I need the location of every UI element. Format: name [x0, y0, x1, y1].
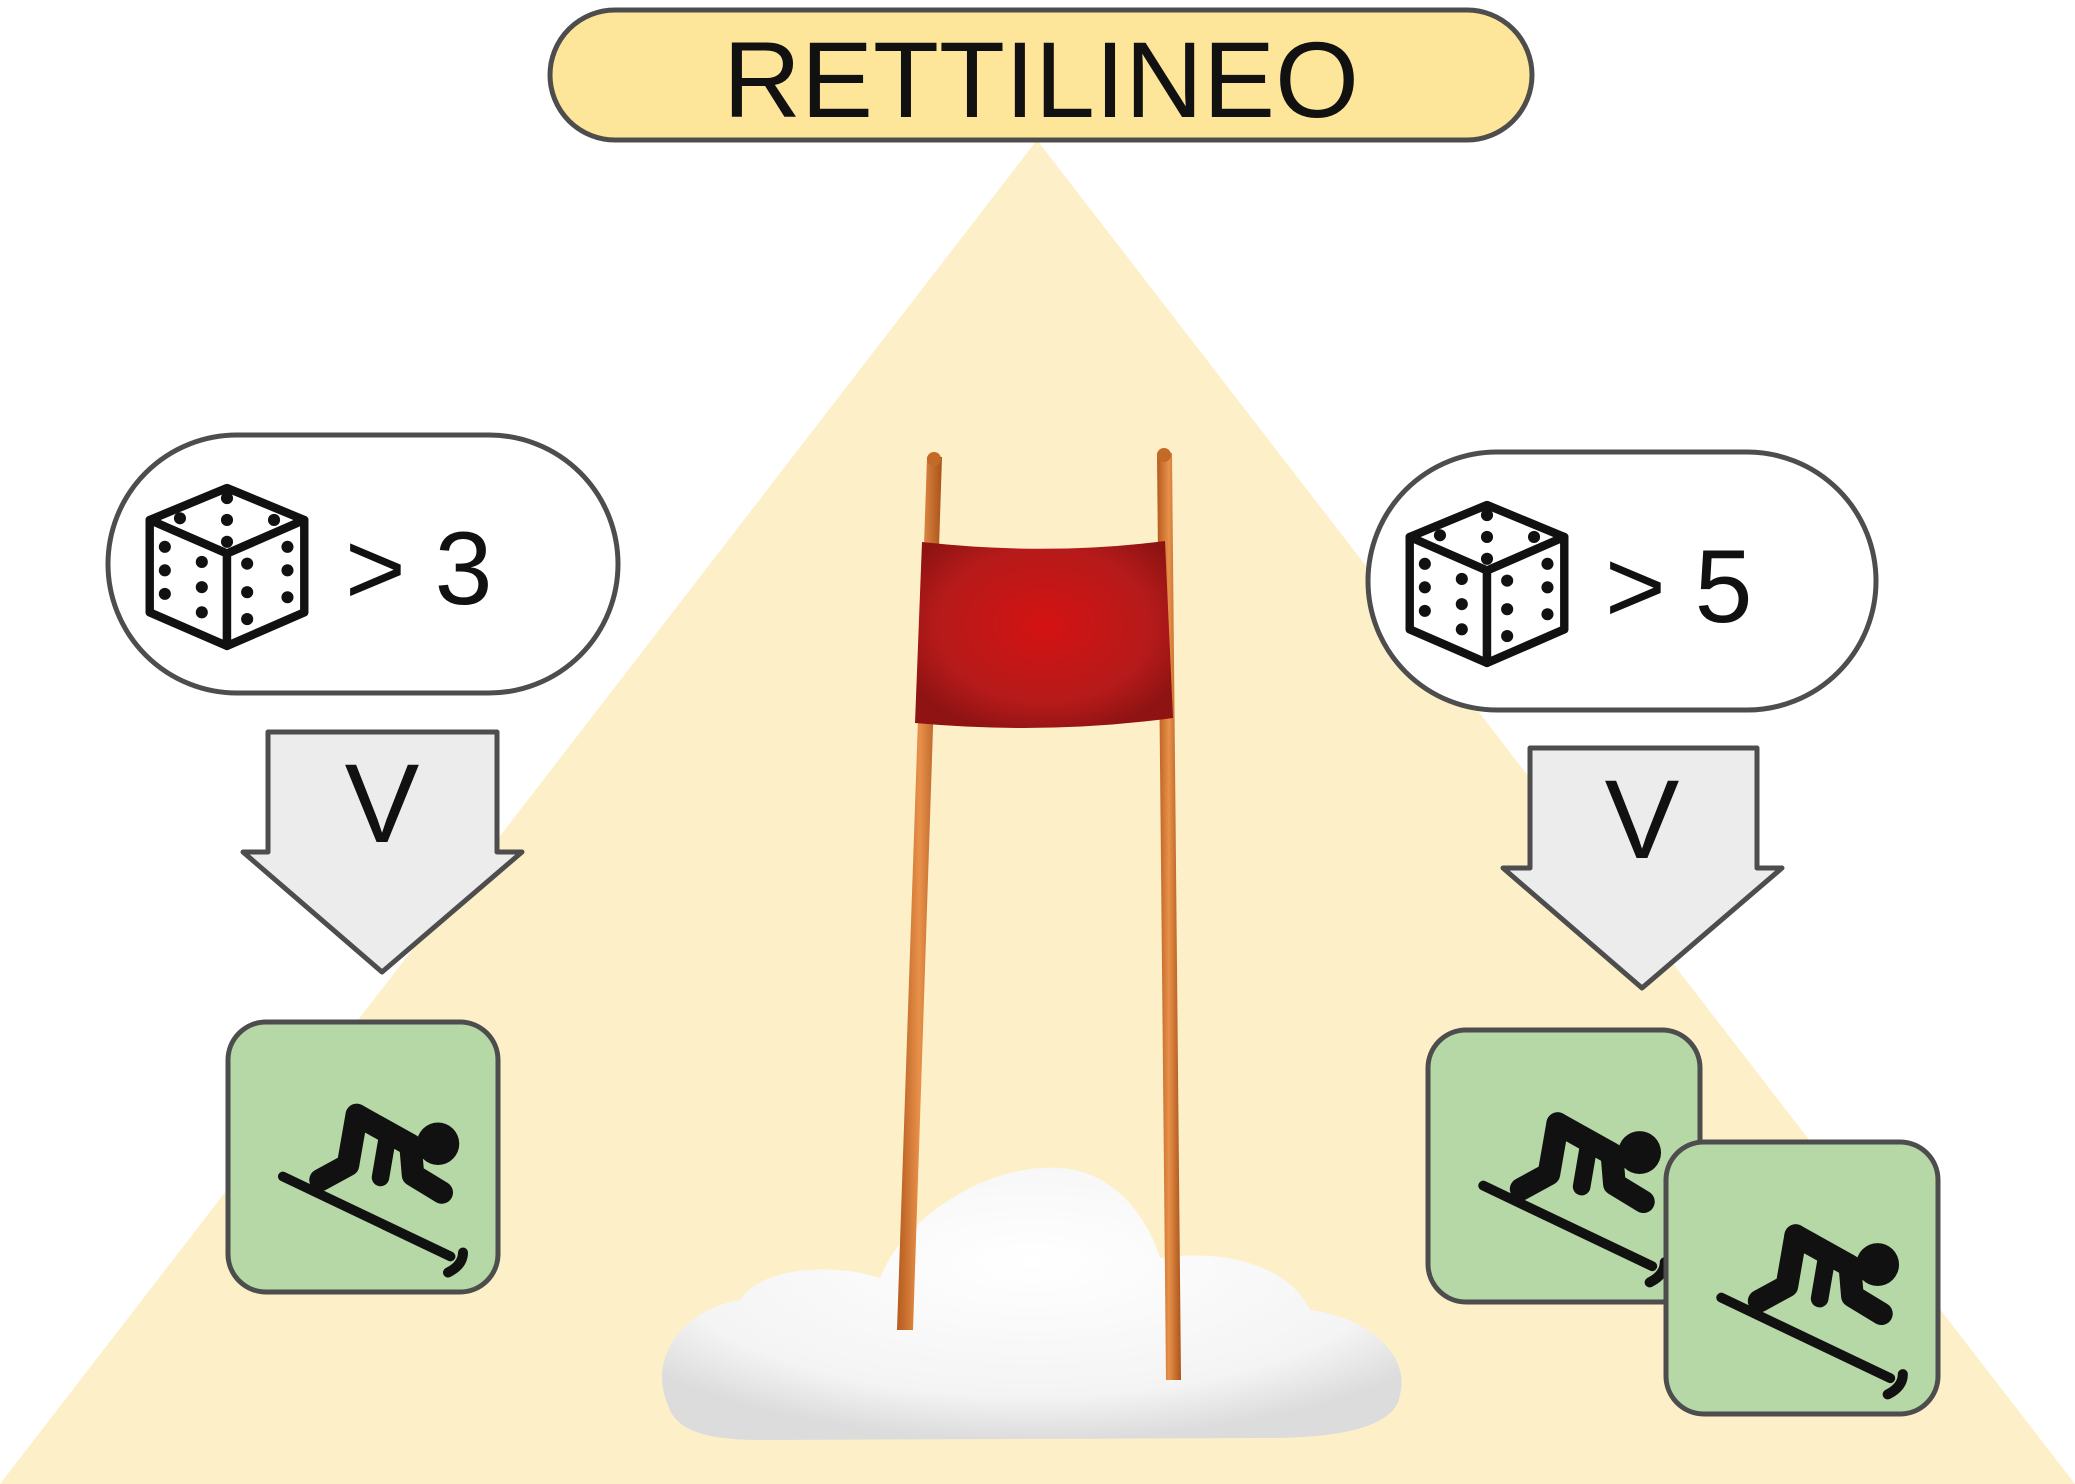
dice-icon	[1410, 505, 1565, 663]
slalom-gate-icon	[662, 448, 1402, 1440]
arrow-down	[240, 729, 525, 975]
condition-text: > 3	[345, 511, 492, 627]
dice-icon	[150, 488, 305, 646]
rule-card-right: > 5 V	[1365, 449, 1941, 1417]
skier-tile	[225, 1019, 501, 1295]
skier-tile	[1663, 1139, 1941, 1417]
skier-tile	[1425, 1027, 1703, 1305]
snow-mound	[662, 1167, 1402, 1440]
arrow-label: V	[1605, 757, 1680, 882]
rule-card-left: > 3 V	[105, 432, 621, 1295]
title-banner: RETTILINEO	[547, 7, 1535, 143]
card-title: RETTILINEO	[723, 19, 1359, 140]
gate-flag	[915, 541, 1173, 728]
condition-text: > 5	[1605, 529, 1752, 645]
arrow-label: V	[345, 741, 420, 866]
arrow-down	[1500, 745, 1785, 991]
